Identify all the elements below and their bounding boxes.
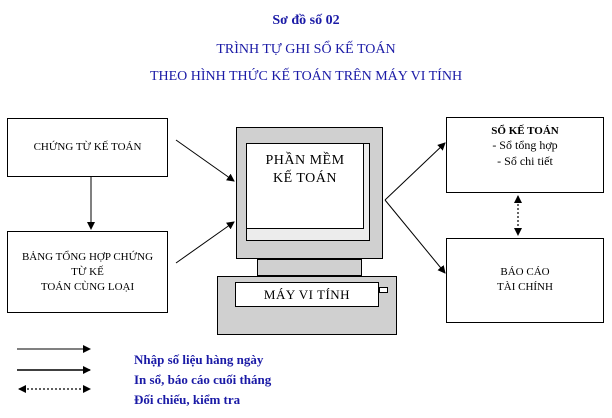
box-chung-tu-ke-toan: CHỨNG TỪ KẾ TOÁN xyxy=(7,118,168,177)
box-bang-tong-hop: BẢNG TỔNG HỢP CHỨNG TỪ KẾ TOÁN CÙNG LOẠI xyxy=(7,231,168,313)
box-label: BÁO CÁO TÀI CHÍNH xyxy=(497,266,553,293)
monitor-stand xyxy=(257,259,362,276)
list-item: - Sổ chi tiết xyxy=(497,154,553,168)
title-line-2: THEO HÌNH THỨC KẾ TOÁN TRÊN MÁY VI TÍNH xyxy=(149,69,463,84)
arrow-bangth-to-software xyxy=(175,221,235,264)
diagram-number: Sơ đồ số 02 xyxy=(272,13,340,28)
list-item: - Sổ tổng hợp xyxy=(492,138,558,152)
box-label: CHỨNG TỪ KẾ TOÁN xyxy=(33,141,142,153)
arrow-chungtu-to-software xyxy=(175,139,235,182)
legend-label-monthly: In sổ, báo cáo cuối tháng xyxy=(134,372,272,387)
computer-label: MÁY VI TÍNH xyxy=(263,287,351,302)
disk-slot xyxy=(379,287,388,293)
box-so-ke-toan: SỔ KẾ TOÁN - Sổ tổng hợp - Sổ chi tiết xyxy=(446,117,604,193)
title-line-1: TRÌNH TỰ GHI SỔ KẾ TOÁN xyxy=(216,42,396,57)
box-heading: SỔ KẾ TOÁN xyxy=(491,125,559,137)
monitor-screen: PHẦN MỀM KẾ TOÁN xyxy=(246,143,364,229)
arrow-software-to-baocao xyxy=(384,199,446,274)
legend-label-reconcile: Đối chiếu, kiểm tra xyxy=(134,392,241,407)
box-bao-cao-tai-chinh: BÁO CÁO TÀI CHÍNH xyxy=(446,238,604,323)
box-label: BẢNG TỔNG HỢP CHỨNG TỪ KẾ TOÁN CÙNG LOẠI xyxy=(21,251,154,293)
legend-label-daily: Nhập số liệu hàng ngày xyxy=(134,352,264,367)
arrow-software-to-soketoan xyxy=(384,142,446,201)
computer-case-panel: MÁY VI TÍNH xyxy=(235,282,379,307)
software-label: PHẦN MỀM KẾ TOÁN xyxy=(265,153,345,186)
